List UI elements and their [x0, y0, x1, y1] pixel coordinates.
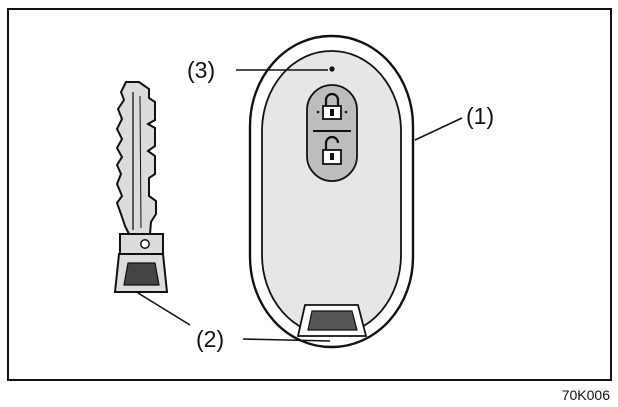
callout-label-1: (1): [466, 103, 494, 129]
leader-line-1: [414, 117, 463, 141]
indicator-light: [329, 66, 335, 72]
button-pad: [306, 84, 358, 182]
callout-label-3: (3): [187, 57, 215, 83]
callout-label-2: (2): [196, 326, 224, 352]
padlock-closed-icon: [316, 92, 348, 120]
remote-fob: [248, 34, 415, 349]
padlock-open-icon: [322, 135, 342, 165]
figure-code: 70K006: [562, 387, 610, 403]
emergency-key: [113, 81, 169, 293]
leader-line-2: [137, 292, 331, 342]
key-blade: [115, 81, 157, 235]
